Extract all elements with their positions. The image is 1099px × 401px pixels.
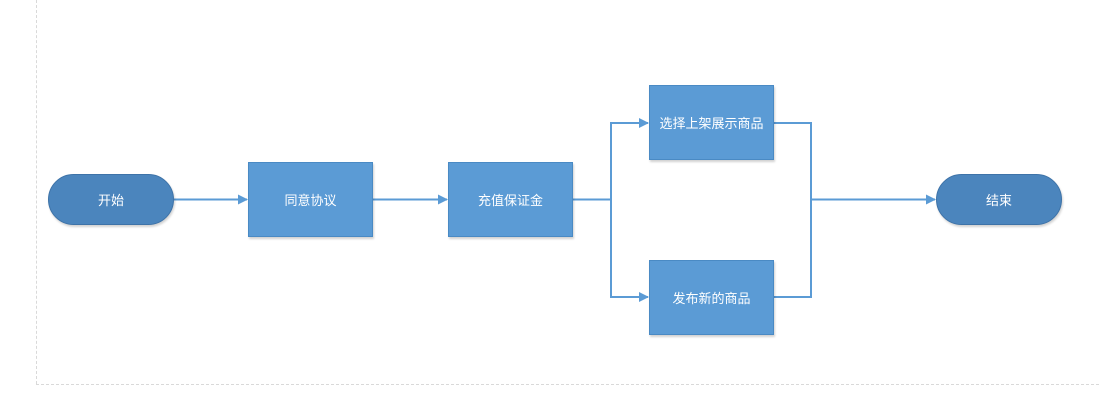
select-listing-node: 选择上架展示商品 — [649, 85, 774, 160]
start-node-label: 开始 — [97, 194, 124, 209]
publish-product-label: 发布新的商品 — [672, 292, 751, 307]
start-node: 开始 — [48, 174, 174, 225]
edge-select-end — [774, 122, 812, 200]
select-listing-label: 选择上架展示商品 — [659, 117, 764, 132]
deposit-node: 充值保证金 — [448, 162, 573, 237]
agree-agreement-node: 同意协议 — [248, 162, 373, 237]
edge-publish-end — [774, 199, 812, 298]
end-node: 结束 — [936, 174, 1062, 225]
canvas-border-left — [36, 0, 37, 384]
edge-deposit-publish — [610, 199, 649, 302]
publish-product-node: 发布新的商品 — [649, 260, 774, 335]
end-node-label: 结束 — [985, 194, 1012, 209]
edge-deposit-select — [610, 118, 649, 200]
agree-agreement-label: 同意协议 — [284, 194, 337, 209]
canvas-border-bottom — [36, 384, 1099, 385]
deposit-label: 充值保证金 — [477, 194, 543, 209]
